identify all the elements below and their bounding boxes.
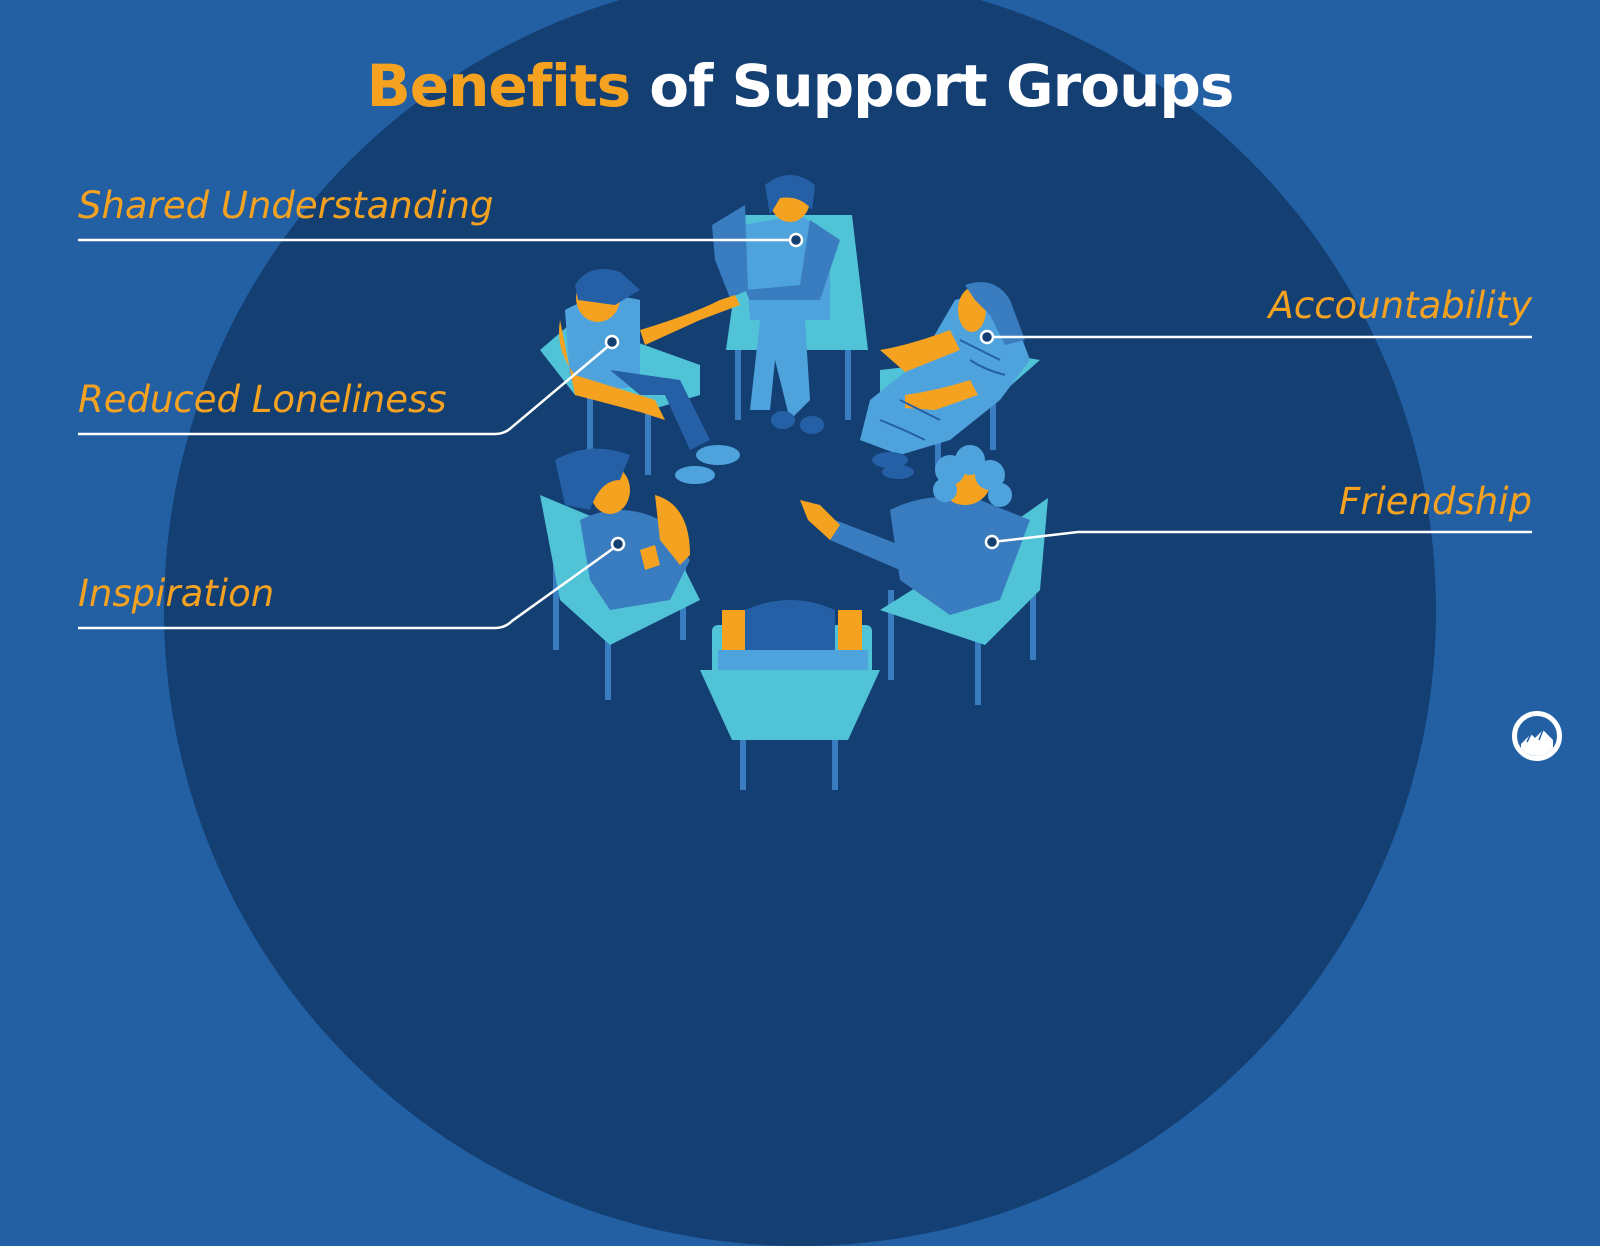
benefit-inspiration: Inspiration: [78, 572, 275, 615]
title-accent: Benefits: [366, 52, 632, 120]
support-group-illustration: [78, 175, 1532, 790]
page-title: Benefits of Support Groups: [0, 52, 1600, 120]
leader-lines: [78, 238, 1532, 630]
person-lower-left: [555, 448, 690, 610]
handshake-arms: [640, 295, 740, 345]
leader-line-reduced-loneliness: [78, 342, 613, 436]
benefit-shared-understanding: Shared Understanding: [78, 184, 494, 227]
leader-line-friendship: [991, 530, 1532, 544]
title-rest: of Support Groups: [630, 52, 1234, 120]
benefit-reduced-loneliness: Reduced Loneliness: [78, 378, 447, 421]
leader-dots: [604, 232, 1000, 552]
mountain-circle-logo-icon: [1512, 711, 1562, 761]
person-bottom: [718, 600, 868, 670]
benefit-friendship: Friendship: [1339, 480, 1532, 523]
benefit-accountability: Accountability: [1268, 284, 1532, 327]
person-lower-right: [800, 445, 1030, 615]
leader-line-inspiration: [78, 543, 619, 630]
